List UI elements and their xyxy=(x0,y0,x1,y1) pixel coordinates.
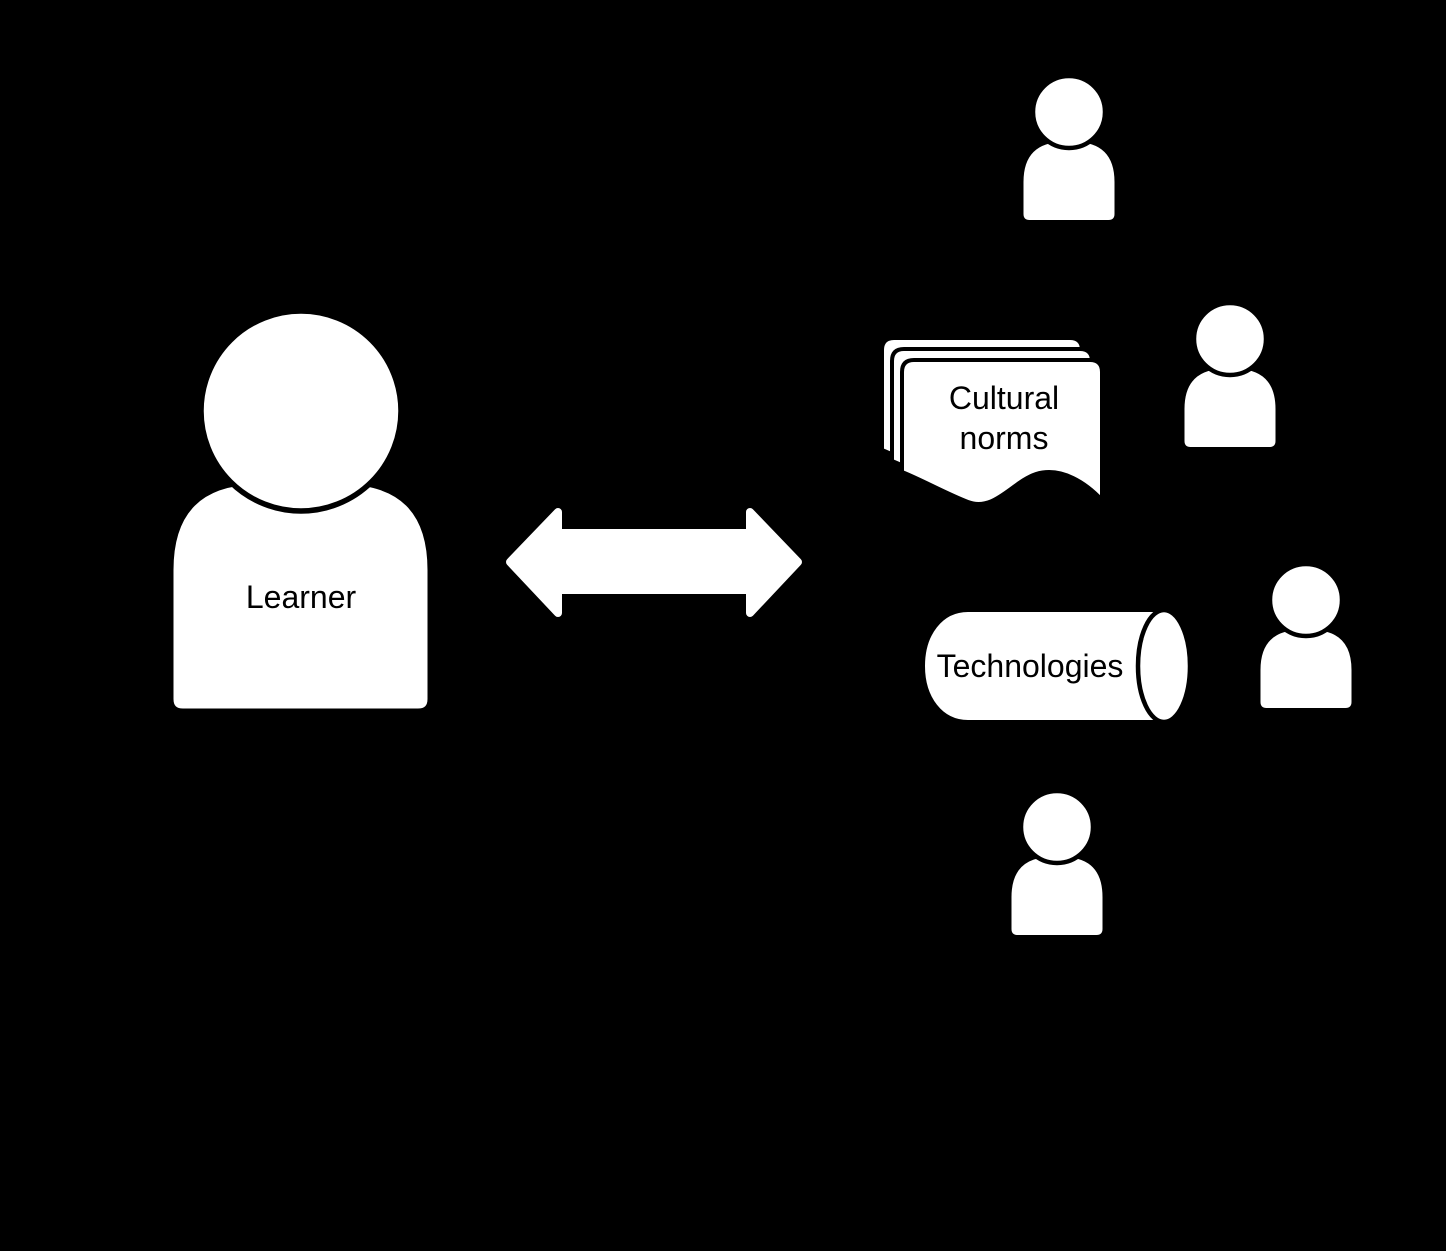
cultural-norms-label-line1: Cultural xyxy=(949,380,1059,416)
learner-body xyxy=(168,479,433,714)
cylinder-end-cap xyxy=(1135,607,1193,725)
learner-label: Learner xyxy=(246,579,357,615)
cultural-norms-label-line2: norms xyxy=(960,420,1049,456)
person-bottom-icon xyxy=(1010,791,1105,937)
document-sheet-front xyxy=(900,358,1104,506)
cultural-norms-document-stack-icon: Cultural norms xyxy=(880,336,1104,506)
cylinder-body xyxy=(920,608,1166,724)
learner-figure: Learner xyxy=(168,308,433,714)
technologies-cylinder-icon: Technologies xyxy=(920,607,1193,725)
person-right-lower-icon xyxy=(1259,564,1354,710)
person-top-icon xyxy=(1022,76,1117,222)
environment-cluster: Cultural norms Technologies xyxy=(880,76,1354,937)
bidirectional-arrow-icon xyxy=(506,508,802,617)
person-right-upper-icon xyxy=(1183,303,1278,449)
technologies-label: Technologies xyxy=(937,648,1124,684)
learner-head xyxy=(198,308,404,514)
